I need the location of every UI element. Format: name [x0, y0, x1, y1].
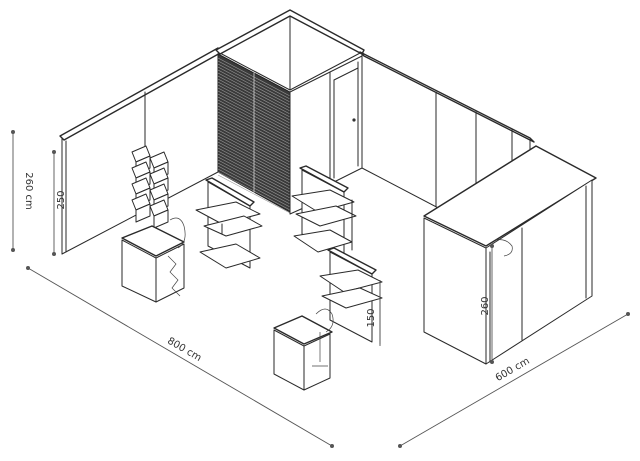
slatwall-panel	[217, 53, 291, 214]
dim-label-counter-height: 260	[480, 296, 491, 315]
display-stand-2	[291, 165, 357, 257]
display-stand-1	[195, 177, 263, 269]
dimension-shelf-height: 150	[366, 280, 381, 346]
chair-icon	[312, 308, 334, 367]
slat-line	[217, 174, 291, 214]
counter-2	[273, 308, 334, 391]
display-stand-3	[319, 247, 383, 345]
counter-1	[121, 217, 186, 303]
door-handle-icon	[352, 118, 356, 122]
cube-cell-front	[153, 209, 169, 229]
cube-cell-front	[135, 203, 151, 223]
dim-label-wall-height: 250	[56, 190, 67, 209]
reception-counter	[423, 145, 597, 365]
bar-stool-icon	[167, 217, 186, 297]
dim-label-total-height: 260 cm	[23, 172, 34, 210]
cube-shelf	[131, 145, 169, 229]
dimension-total-height: 260 cm	[11, 130, 34, 252]
dimension-wall-height: 250	[52, 150, 67, 256]
dimension-counter-height: 260	[480, 244, 494, 364]
dim-label-depth: 600 cm	[494, 356, 532, 384]
dim-label-shelf-height: 150	[366, 308, 377, 327]
